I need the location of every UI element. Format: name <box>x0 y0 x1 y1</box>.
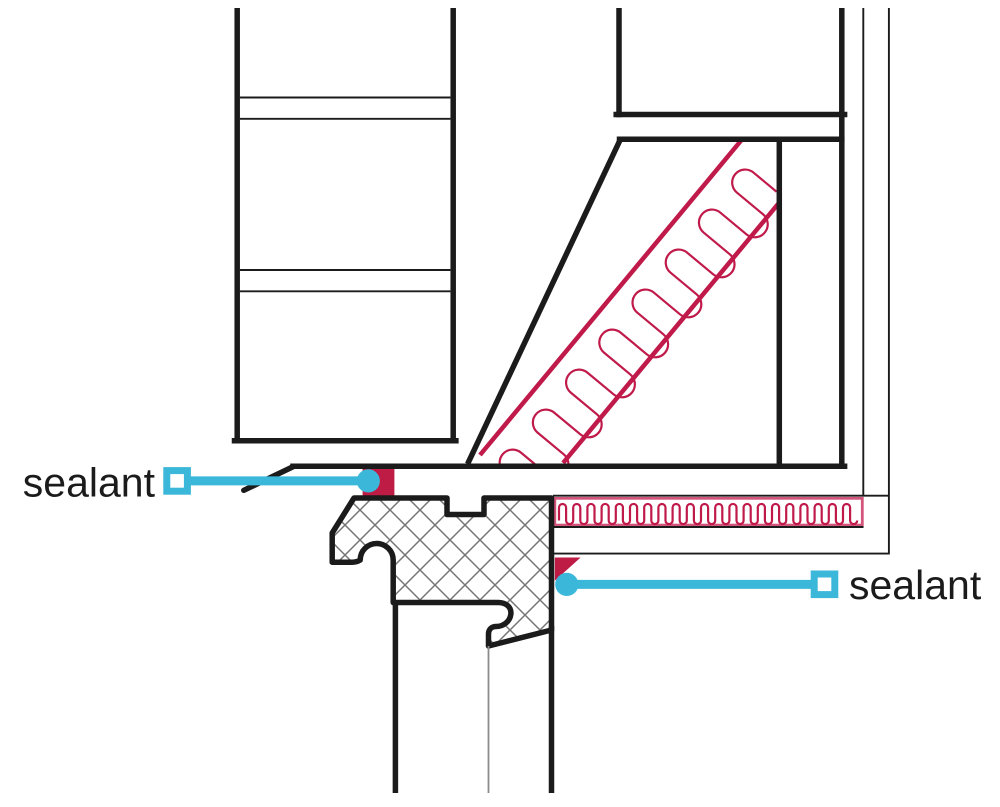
wall-below-sill <box>392 601 555 793</box>
sill-outline <box>329 495 555 649</box>
diagonal-membrane-serpentine <box>498 168 778 464</box>
callout-left-marker-square <box>163 467 191 495</box>
right-wall-assembly <box>553 8 890 555</box>
horizontal-membrane-serpentine <box>557 502 859 526</box>
sloped-assembly <box>241 138 888 528</box>
diagonal-membrane-upper-line <box>478 141 743 457</box>
callout-left-label: sealant <box>23 460 156 506</box>
callout-left: sealant <box>23 460 380 506</box>
cladding-line-outer <box>553 8 890 555</box>
callout-right-marker-square <box>810 570 839 599</box>
diagonal-membrane <box>478 141 782 464</box>
callout-right-label: sealant <box>849 562 982 608</box>
callout-right-dot <box>555 572 579 597</box>
window-sill-profile <box>329 495 555 649</box>
callout-left-dot <box>356 469 380 493</box>
diagonal-membrane-lower-line <box>561 200 782 464</box>
callout-right: sealant <box>555 562 982 608</box>
horizontal-membrane <box>553 496 864 527</box>
wall-panel-left <box>231 8 459 444</box>
slope-diagonal-edge <box>465 138 623 466</box>
